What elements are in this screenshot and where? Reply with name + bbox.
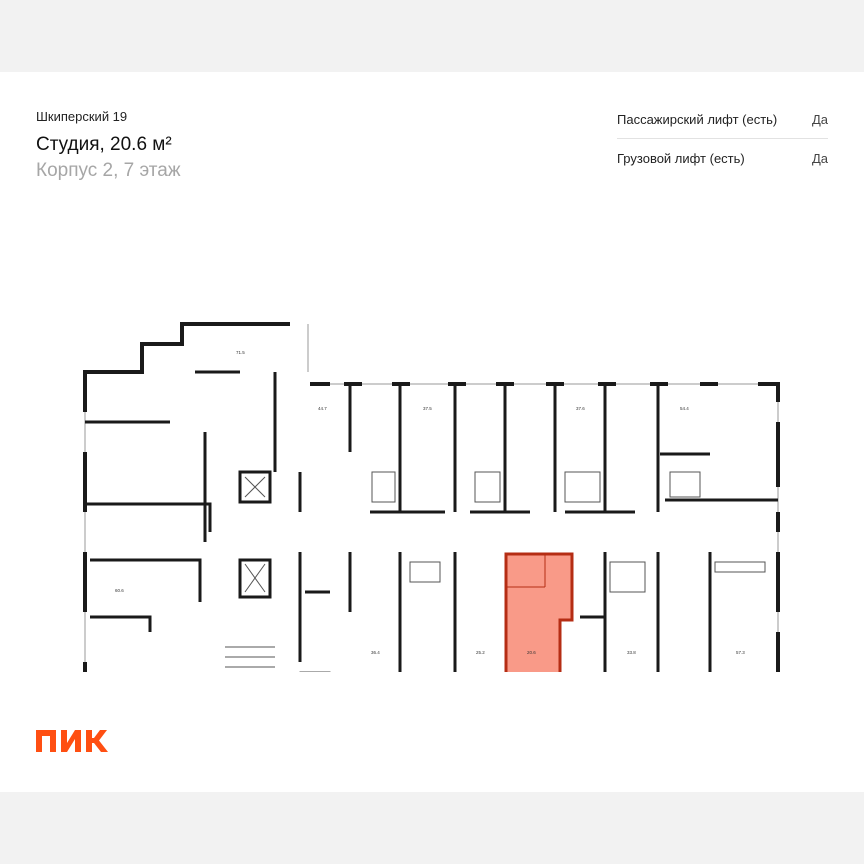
project-name: Шкиперский 19 — [36, 109, 128, 124]
plan-sheet: Шкиперский 19 Студия, 20.6 м² Корпус 2, … — [0, 72, 864, 792]
room-area-label: 37.6 — [576, 406, 585, 411]
spec-value: Да — [811, 111, 828, 127]
spec-label: Грузовой лифт (есть) — [617, 150, 745, 166]
highlighted-studio — [504, 552, 574, 672]
spec-label: Пассажирский лифт (есть) — [617, 111, 778, 127]
room-area-label: 37.5 — [423, 406, 432, 411]
room-area-label: 44.7 — [318, 406, 327, 411]
apartment-title: Студия, 20.6 м² — [36, 134, 172, 155]
room-area-label: 20.6 — [527, 650, 536, 655]
exterior-walls — [83, 322, 780, 672]
specs-table: Пассажирский лифт (есть) Да Грузовой лиф… — [617, 100, 828, 177]
windows — [84, 324, 779, 662]
spec-row-passenger-lift: Пассажирский лифт (есть) Да — [617, 100, 828, 138]
room-area-label: 33.8 — [627, 650, 636, 655]
room-labels: 71.5 44.7 37.5 37.6 54.4 60.6 36.4 25.2 … — [115, 350, 745, 655]
floor-plan: 71.5 44.7 37.5 37.6 54.4 60.6 36.4 25.2 … — [83, 322, 780, 672]
pik-logo — [36, 730, 108, 752]
room-area-label: 25.2 — [476, 650, 485, 655]
interior-walls — [85, 370, 778, 672]
spec-row-freight-lift: Грузовой лифт (есть) Да — [617, 138, 828, 177]
room-area-label: 54.4 — [680, 406, 689, 411]
room-area-label: 57.3 — [736, 650, 745, 655]
apartment-location: Корпус 2, 7 этаж — [36, 160, 181, 181]
room-area-label: 71.5 — [236, 350, 245, 355]
core-details — [225, 471, 766, 672]
spec-value: Да — [811, 150, 828, 166]
room-area-label: 60.6 — [115, 588, 124, 593]
pik-logo-mark — [36, 730, 108, 752]
room-area-label: 36.4 — [371, 650, 380, 655]
